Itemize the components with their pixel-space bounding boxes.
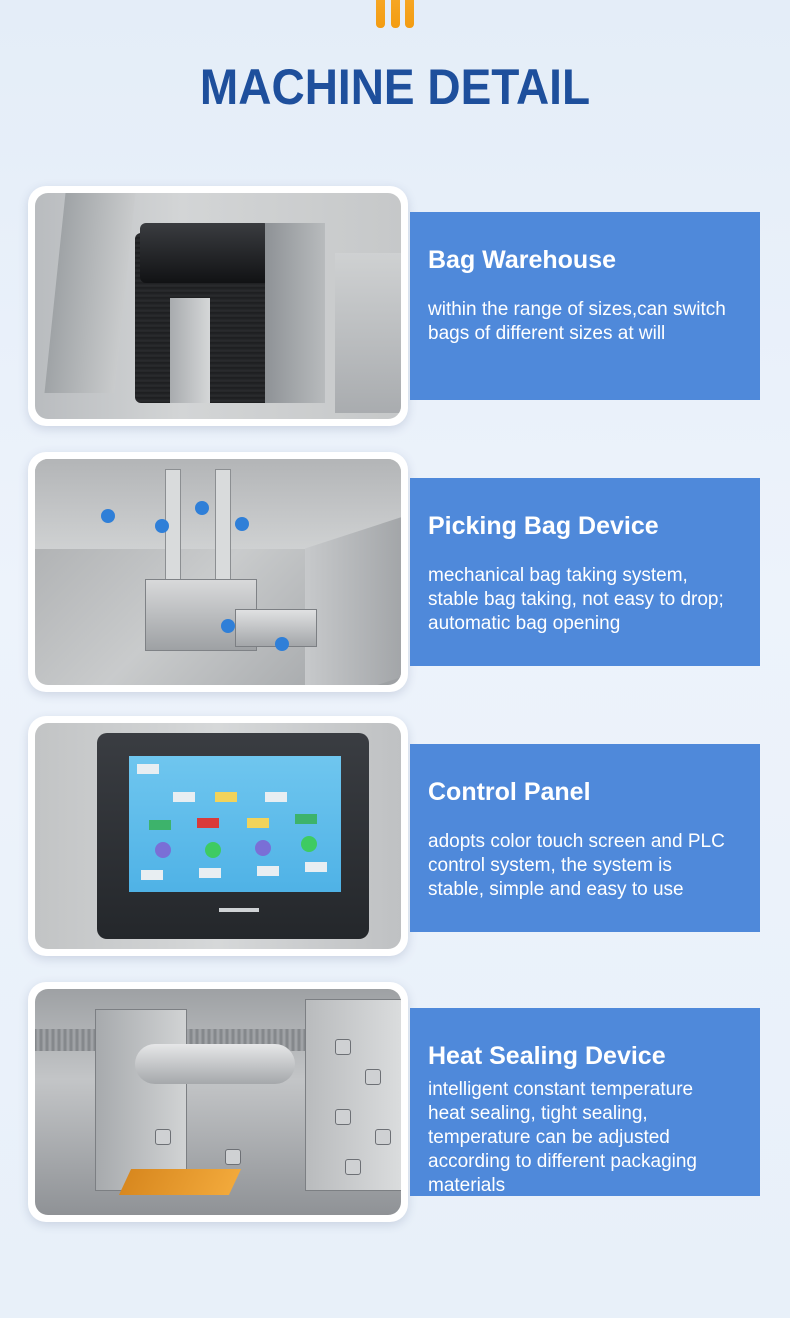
section-title: Picking Bag Device xyxy=(428,512,659,540)
control-panel-card: Control Panel adopts color touch screen … xyxy=(410,744,760,932)
section-title: Bag Warehouse xyxy=(428,246,617,274)
section-title: Control Panel xyxy=(428,778,591,806)
section-title: Heat Sealing Device xyxy=(428,1042,666,1070)
section-description: within the range of sizes,can switch bag… xyxy=(428,299,726,344)
decorative-bars-icon xyxy=(376,0,414,28)
section-description: intelligent constant temperature heat se… xyxy=(428,1079,697,1196)
section-description: mechanical bag taking system, stable bag… xyxy=(428,565,724,634)
heat-sealing-device-card: Heat Sealing Device intelligent constant… xyxy=(410,1008,760,1196)
section-description: adopts color touch screen and PLC contro… xyxy=(428,831,725,900)
bag-warehouse-card: Bag Warehouse within the range of sizes,… xyxy=(410,212,760,400)
control-panel-photo xyxy=(28,716,408,956)
page-title: MACHINE DETAIL xyxy=(199,59,591,115)
picking-bag-device-card: Picking Bag Device mechanical bag taking… xyxy=(410,478,760,666)
heat-sealing-device-photo xyxy=(28,982,408,1222)
picking-bag-device-photo xyxy=(28,452,408,692)
bag-warehouse-photo xyxy=(28,186,408,426)
